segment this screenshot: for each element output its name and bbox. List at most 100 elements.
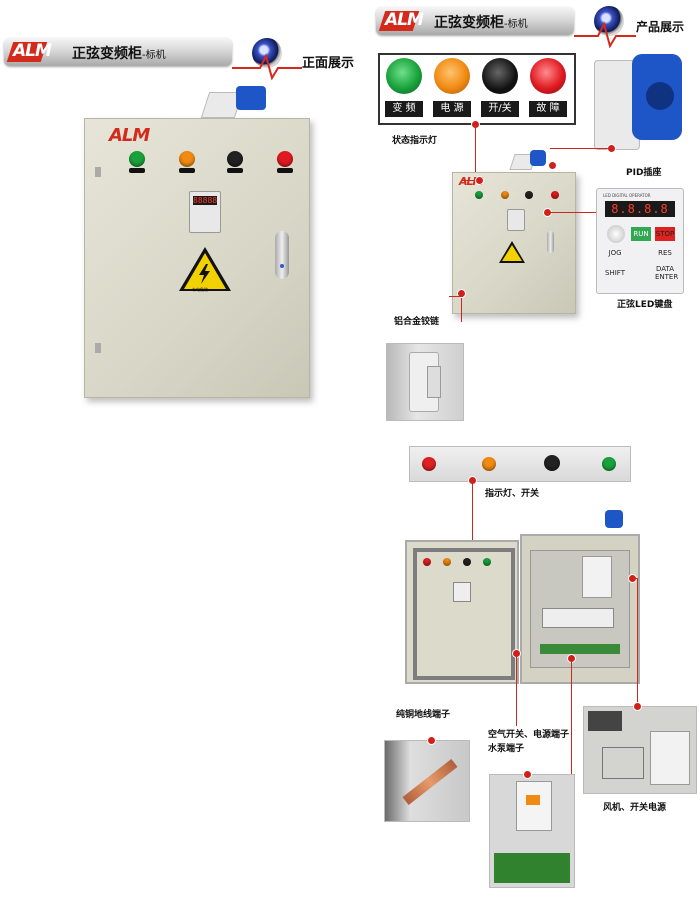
lamp-label-power: 电 源: [433, 101, 471, 117]
hinge-knuckle: [427, 366, 441, 398]
callout-dot: [544, 209, 551, 216]
caption-copper-ground: 纯铜地线端子: [396, 710, 451, 720]
hinge-bottom: [95, 343, 101, 353]
left-banner-title-sub: -标机: [142, 50, 166, 61]
caption-hinge: 铝合金铰链: [394, 317, 440, 327]
caption-status-lamp: 状态指示灯: [392, 136, 438, 146]
left-banner-title-main: 正弦变频柜: [72, 46, 142, 62]
red-lamp-icon: [551, 191, 559, 199]
callout-line: [550, 212, 596, 213]
wiring: [602, 747, 644, 779]
callout-dot: [608, 145, 615, 152]
orange-lamp-icon: [443, 558, 451, 566]
callout-dot: [524, 771, 531, 778]
green-lamp-icon: [129, 151, 145, 167]
open-cabinet-door: [405, 540, 519, 684]
enter-key: ENTER: [655, 273, 679, 281]
orange-lamp-icon: [501, 191, 509, 199]
brand-logo: ALM: [385, 10, 424, 30]
keypad-display: [507, 209, 525, 231]
hinge-photo: [386, 343, 464, 421]
camera-lens-icon: [594, 6, 624, 36]
callout-line: [475, 124, 476, 180]
callout-line: [571, 658, 572, 774]
fan-power-photo: [583, 706, 697, 794]
product-cabinet: ALM: [452, 172, 576, 314]
breaker-photo: [489, 774, 575, 888]
copper-braid: [402, 758, 458, 806]
inverter-unit: [582, 556, 612, 598]
lamp-base: [277, 168, 293, 173]
stop-key: STOP: [655, 227, 675, 241]
caption-breaker: 空气开关、电源端子: [488, 730, 570, 740]
jog-key: JOG: [608, 249, 622, 257]
cabinet-logo: ALM: [109, 125, 150, 146]
callout-line: [472, 480, 473, 544]
lamp-label-inverter: 变 频: [385, 101, 423, 117]
open-cabinet-interior: [520, 534, 640, 684]
green-lamp-icon: [602, 457, 616, 471]
right-section-label: 产品展示: [636, 20, 685, 34]
selector-switch-icon: [525, 191, 533, 199]
brand-logo: ALM: [13, 41, 52, 61]
lamp-label-onoff: 开/关: [481, 101, 519, 117]
callout-dot: [476, 177, 483, 184]
left-title-banner: ALM 正弦变频柜-标机: [4, 38, 232, 66]
lamp-base: [129, 168, 145, 173]
green-lamp-icon: [386, 58, 422, 94]
lamps-switch-strip: [409, 446, 631, 482]
orange-lamp-icon: [482, 457, 496, 471]
heartbeat-line-icon: [574, 21, 636, 48]
caption-pump-terminal: 水泵端子: [488, 744, 525, 754]
caption-pid-socket: PID插座: [626, 168, 662, 178]
right-banner-title-main: 正弦变频柜: [434, 15, 504, 31]
callout-line: [632, 578, 638, 579]
socket-blue-head-icon: [236, 86, 266, 110]
terminal-strip: [540, 644, 620, 654]
keypad-header: LED DIGITAL OPERATOR: [603, 193, 651, 198]
heartbeat-line-icon: [232, 53, 302, 80]
shift-key: SHIFT: [605, 269, 625, 277]
power-supply: [650, 731, 690, 785]
callout-dot: [634, 703, 641, 710]
res-key: RES: [658, 249, 672, 257]
socket-blue-head-icon: [605, 510, 623, 528]
caption-led-keypad: 正弦LED键盘: [617, 300, 673, 310]
red-switch-icon: [423, 558, 431, 566]
warning-triangle-fill: [502, 245, 522, 261]
copper-ground-photo: [384, 740, 470, 822]
right-title-banner: ALM 正弦变频柜-标机: [376, 7, 574, 35]
lightning-icon: [199, 264, 210, 284]
run-key: RUN: [631, 227, 651, 241]
handle-dot: [280, 264, 284, 268]
right-banner-title: 正弦变频柜-标机: [434, 12, 528, 32]
caption-lamps-switch: 指示灯、开关: [485, 489, 540, 499]
callout-line: [462, 180, 476, 181]
lamp-label-fault: 故 障: [529, 101, 567, 117]
keypad-led-display: 8.8.8.8: [605, 201, 675, 217]
callout-dot: [513, 650, 520, 657]
selector-switch-icon: [482, 58, 518, 94]
door-inner-frame: [413, 548, 515, 680]
lamp-base: [179, 168, 195, 173]
seven-segment-display: 88888: [193, 196, 218, 205]
left-section-label: 正面展示: [302, 56, 355, 71]
red-switch-icon: [422, 457, 436, 471]
door-keypad: [453, 582, 471, 602]
door-handle: [275, 231, 289, 279]
callout-dot: [428, 737, 435, 744]
green-lamp-icon: [483, 558, 491, 566]
front-cabinet: ALM 88888 有电危险: [84, 118, 310, 398]
pid-socket-face: [646, 82, 674, 110]
status-lamp-panel: 变 频 电 源 开/关 故 障: [378, 53, 576, 125]
red-lamp-icon: [277, 151, 293, 167]
callout-line: [637, 578, 638, 706]
caption-fan-power: 风机、开关电源: [603, 803, 667, 813]
keypad-display: 88888: [189, 191, 221, 233]
callout-dot: [549, 162, 556, 169]
air-switch: [516, 781, 552, 831]
green-lamp-icon: [475, 191, 483, 199]
led-keypad: LED DIGITAL OPERATOR 8.8.8.8 RUN STOP JO…: [596, 188, 684, 294]
door-handle: [547, 231, 554, 253]
orange-lamp-icon: [179, 151, 195, 167]
